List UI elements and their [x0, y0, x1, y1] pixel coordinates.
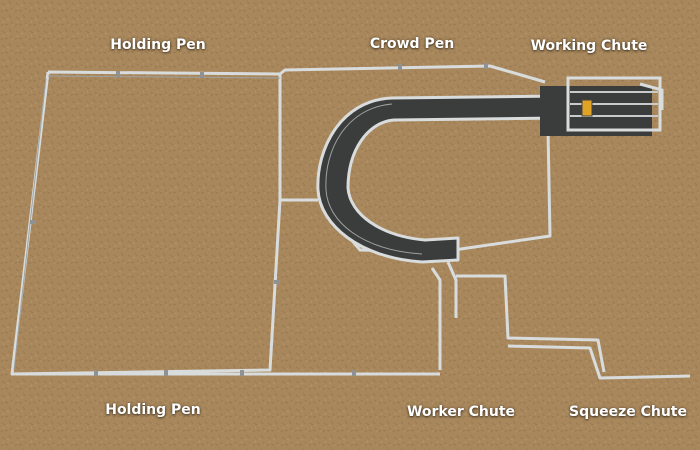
label-worker-chute: Worker Chute — [406, 404, 516, 420]
fence-posts — [30, 63, 488, 376]
label-holding-pen-bottom: Holding Pen — [105, 402, 201, 418]
label-squeeze-chute: Squeeze Chute — [569, 404, 687, 420]
curved-alley-rail — [325, 103, 423, 255]
label-working-chute: Working Chute — [530, 38, 648, 54]
label-crowd-pen: Crowd Pen — [369, 36, 455, 52]
label-holding-pen-top: Holding Pen — [110, 37, 206, 53]
worker-chute-fence — [12, 261, 691, 380]
curved-alley — [316, 94, 562, 264]
headgate-lever — [581, 99, 593, 117]
working-chute — [540, 76, 664, 136]
